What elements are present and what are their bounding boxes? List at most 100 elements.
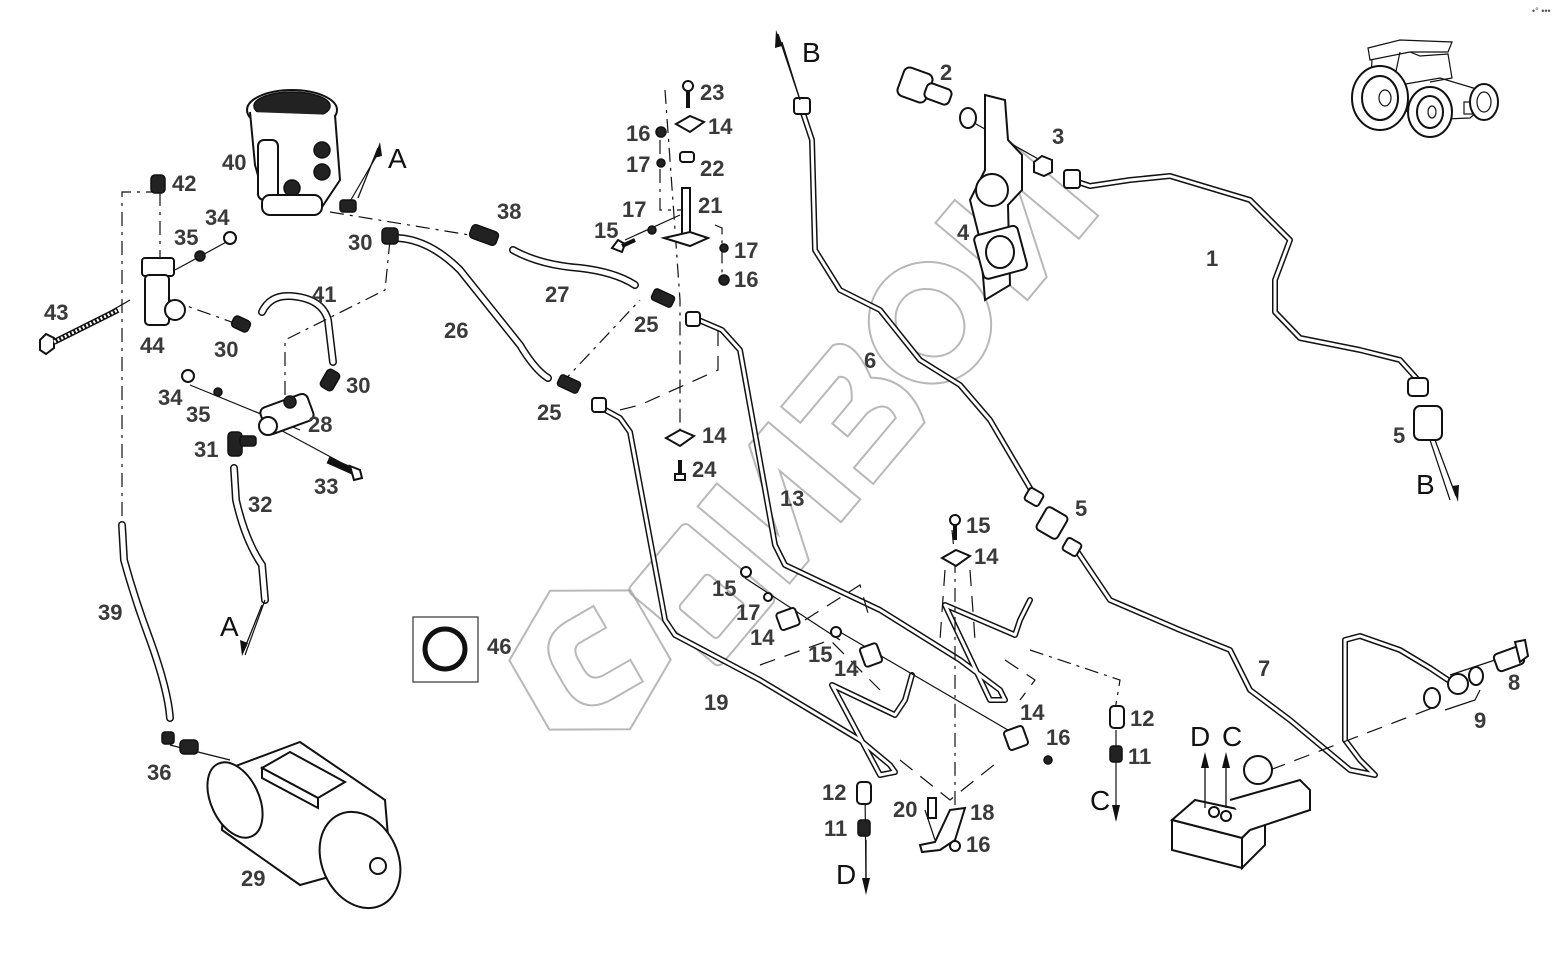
fitting-31: [227, 431, 257, 457]
label-39: 39: [98, 600, 122, 625]
clip-14-a: [775, 606, 801, 632]
label-30-top: 30: [348, 230, 372, 255]
banjo-9: [1447, 673, 1469, 695]
marker-b-top: B: [802, 37, 821, 68]
bolt-15-b: [830, 626, 842, 638]
label-16-top: 16: [626, 121, 650, 146]
arrow-d-bottom-icon: [862, 840, 870, 895]
fitting-12-left: [856, 781, 872, 805]
washer-35: [194, 250, 206, 262]
fitting-11-left: [857, 819, 871, 837]
nut-16-d: [1043, 755, 1053, 765]
label-17-top: 17: [626, 152, 650, 177]
tee-28: [258, 392, 315, 436]
label-23: 23: [700, 80, 724, 105]
clip-14-mid: [663, 428, 697, 448]
label-14-c: 14: [974, 544, 999, 569]
fitting-30-right: [319, 368, 341, 392]
label-35-upper: 35: [174, 225, 198, 250]
label-14-top: 14: [708, 114, 733, 139]
connector-38: [468, 224, 500, 246]
label-1: 1: [1206, 246, 1218, 271]
air-tank-29: [206, 740, 402, 910]
label-4: 4: [957, 220, 970, 245]
pipe-13: [691, 315, 1033, 703]
label-14-mid: 14: [702, 423, 727, 448]
label-25-lower: 25: [537, 400, 561, 425]
label-3: 3: [1052, 124, 1064, 149]
washer-2: [959, 107, 977, 129]
label-44: 44: [140, 333, 165, 358]
washer-9-b: [1423, 687, 1441, 709]
label-12-right: 12: [1130, 706, 1154, 731]
hose-32: [230, 464, 269, 604]
coupling-5-right: [1407, 377, 1443, 441]
marker-c-bottom: C: [1090, 785, 1110, 816]
marker-d-bottom: D: [836, 859, 856, 890]
marker-b-right: B: [1416, 469, 1435, 500]
label-15-top: 15: [594, 218, 618, 243]
pipe-6: [799, 107, 1033, 491]
label-11-left: 11: [824, 816, 847, 841]
clip-14-top: [673, 114, 707, 134]
label-46: 46: [487, 634, 511, 659]
marker-a-top: A: [388, 143, 407, 174]
washer-17-left: [647, 225, 657, 235]
fitting-11-right: [1109, 745, 1123, 763]
nut-16-right: [718, 274, 730, 286]
arrow-d-valve-icon: [1201, 752, 1209, 808]
coupling-25-upper: [650, 288, 676, 308]
hose-39: [118, 521, 174, 722]
pipe-1-nut: [1063, 169, 1081, 189]
pipe-19: [595, 403, 915, 778]
label-41: 41: [312, 282, 336, 307]
arrow-a-top-icon: [357, 142, 382, 199]
label-36: 36: [147, 760, 171, 785]
hose-27: [509, 246, 639, 289]
clip-14-d: [1003, 725, 1029, 751]
washer-17-mid: [763, 592, 773, 602]
arrow-b-top-icon: [775, 30, 801, 101]
nut-lower: [591, 397, 607, 413]
tractor-icon: [1351, 39, 1499, 138]
ring-46-inset: [412, 616, 479, 683]
washer-35-lower: [213, 387, 223, 397]
label-34-lower: 34: [158, 385, 183, 410]
bolt-15-mid: [740, 566, 752, 578]
label-12-left: 12: [822, 780, 846, 805]
label-16-e: 16: [966, 832, 990, 857]
label-20: 20: [893, 797, 917, 822]
nut-17-right: [719, 243, 729, 253]
arrow-a-bottom-icon: [240, 604, 263, 656]
coupling-25-lower: [556, 374, 582, 394]
label-33: 33: [314, 474, 338, 499]
label-42: 42: [172, 171, 196, 196]
stud-20: [927, 797, 937, 819]
mounting-bracket-4: [968, 93, 1029, 302]
pipe-6-nut: [793, 97, 811, 115]
fitting-30-left: [230, 315, 252, 333]
arrow-c-valve-icon: [1222, 752, 1230, 808]
label-35-lower: 35: [186, 402, 210, 427]
label-8: 8: [1508, 670, 1520, 695]
label-15-c: 15: [966, 513, 990, 538]
bolt-24: [674, 460, 686, 481]
label-25-upper: 25: [634, 312, 658, 337]
label-2: 2: [940, 60, 952, 85]
fitting-12-right: [1109, 705, 1125, 729]
label-9: 9: [1474, 708, 1486, 733]
label-17-right: 17: [734, 238, 758, 263]
label-6: 6: [864, 348, 876, 373]
label-30-left: 30: [214, 337, 238, 362]
label-22: 22: [700, 156, 724, 181]
valve-44: [141, 257, 186, 326]
label-30-right: 30: [346, 373, 370, 398]
bracket-21: [660, 187, 711, 248]
connection-markers: A A B B C C D D: [220, 37, 1435, 890]
fitting-30-top: [381, 227, 399, 245]
label-31: 31: [194, 437, 218, 462]
label-15-a: 15: [712, 576, 736, 601]
fitting-42: [150, 174, 166, 194]
watermark-text-outline: [628, 137, 1100, 667]
nut-34: [223, 231, 237, 245]
